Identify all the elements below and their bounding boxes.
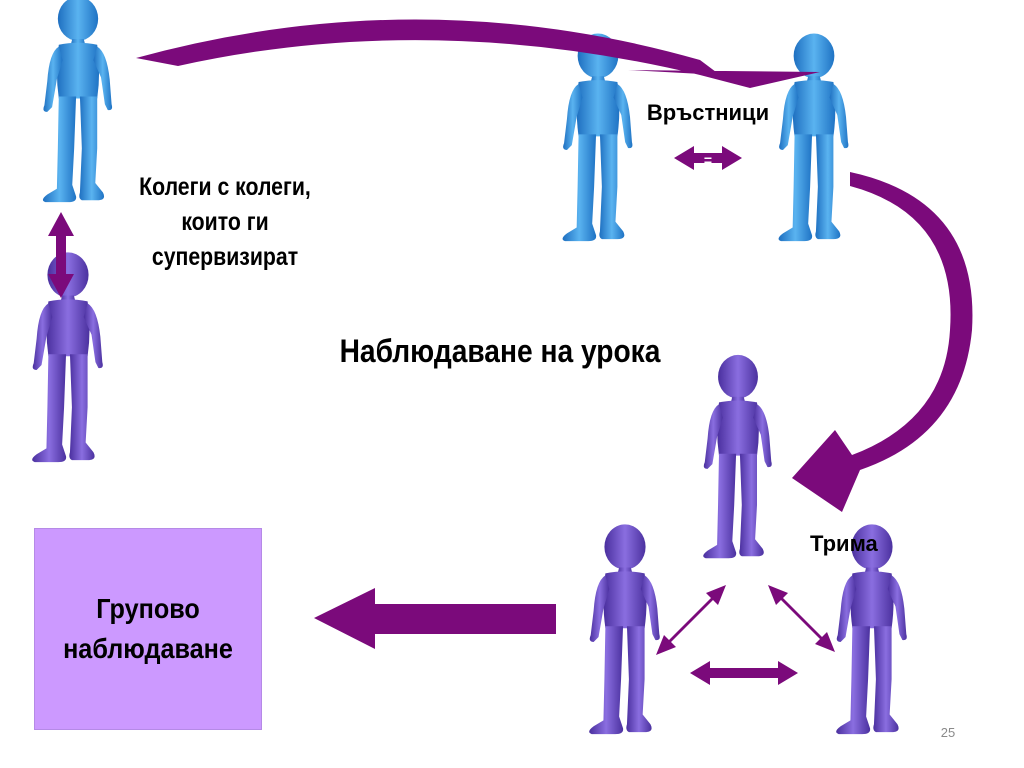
triad-bottom-double-arrow-icon xyxy=(690,661,798,685)
center-title: Наблюдаване на урока xyxy=(339,333,661,369)
peer-double-arrow-icon xyxy=(674,146,742,170)
group-observation-line-1: Групово xyxy=(96,593,200,624)
triad-figure-left xyxy=(589,524,660,735)
peer-equals-sign: = xyxy=(704,152,712,168)
peer-figure-right xyxy=(778,33,849,242)
colleagues-label-line-2: които ги xyxy=(181,208,269,236)
right-curved-arrow-icon xyxy=(792,172,973,512)
colleague-supervisor-figure xyxy=(42,0,113,203)
group-observation-line-2: наблюдаване xyxy=(63,633,233,664)
triad-left-double-arrow-icon xyxy=(656,585,726,655)
triad-label: Трима xyxy=(810,531,878,556)
peer-figure-left xyxy=(562,33,633,242)
triad-figure-top xyxy=(703,354,772,559)
top-curved-arrow-icon xyxy=(136,19,820,89)
triad-right-double-arrow-icon xyxy=(768,585,835,652)
colleagues-label: Колеги с колеги, които ги супервизират xyxy=(115,170,336,275)
group-block-arrow-left-icon xyxy=(314,588,556,649)
colleague-double-arrow-icon xyxy=(48,212,74,298)
colleagues-label-line-3: супервизират xyxy=(151,243,299,271)
group-observation-text: Групово наблюдаване xyxy=(46,589,249,669)
page-number: 25 xyxy=(940,725,956,740)
group-observation-box: Групово наблюдаване xyxy=(34,528,262,730)
peers-label: Връстници xyxy=(646,100,770,125)
colleagues-label-line-1: Колеги с колеги, xyxy=(139,173,311,201)
